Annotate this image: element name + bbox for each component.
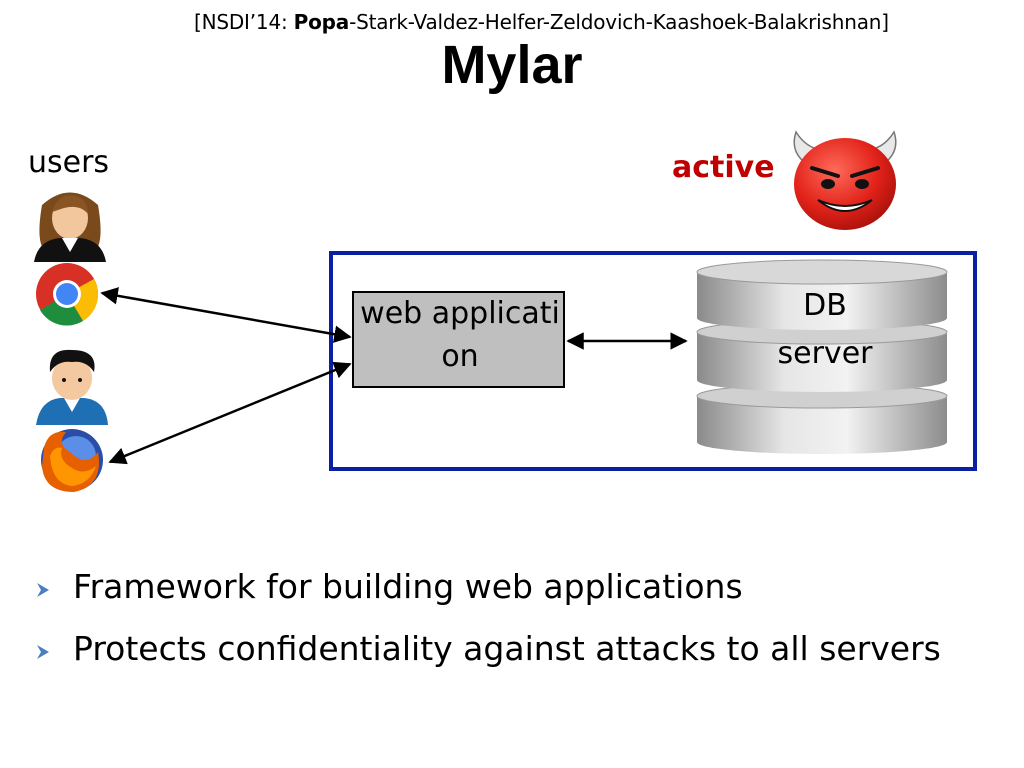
web-application-label: web application <box>360 296 560 374</box>
bullet-item: Framework for building web applications <box>36 555 941 617</box>
arrow-chrome-webapp <box>100 287 352 343</box>
firefox-icon <box>41 429 103 492</box>
web-application-box <box>352 291 565 388</box>
user-female-icon <box>34 192 106 262</box>
citation-rest: -Stark-Valdez-Helfer-Zeldovich-Kaashoek-… <box>349 10 889 34</box>
db-label: DB <box>803 288 847 323</box>
db-server-label: server <box>777 336 873 371</box>
active-attacker-label: active <box>672 150 775 185</box>
server-boundary <box>329 251 977 471</box>
bullet-text: Protects confidentiality against attacks… <box>73 628 941 668</box>
bullet-arrow-icon <box>36 629 73 668</box>
chrome-icon <box>36 263 99 326</box>
devil-icon <box>793 130 897 230</box>
arrow-firefox-webapp <box>108 361 352 465</box>
bullet-text: Framework for building web applications <box>73 566 743 606</box>
bullet-arrow-icon <box>36 567 73 606</box>
bullet-list: Framework for building web applications … <box>36 555 941 679</box>
slide-title: Mylar <box>441 35 583 95</box>
citation-prefix: [NSDI’14: <box>194 10 294 34</box>
user-male-icon <box>36 349 108 425</box>
database-icon <box>696 259 948 454</box>
citation-lead-author: Popa <box>293 10 350 34</box>
bullet-item: Protects confidentiality against attacks… <box>36 617 941 679</box>
citation: [NSDI’14: Popa-Stark-Valdez-Helfer-Zeldo… <box>194 10 889 34</box>
users-label: users <box>28 145 110 180</box>
